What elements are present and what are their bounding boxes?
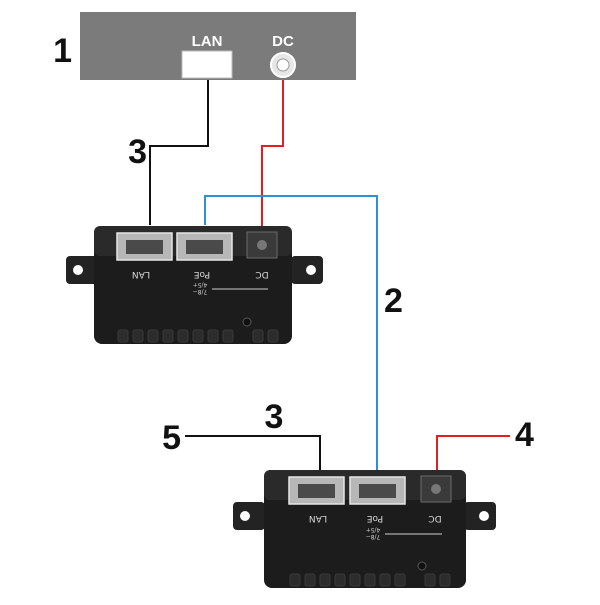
source-device: LAN DC: [80, 12, 356, 80]
poe-splitter: LAN PoE DC 4/5+ 7/8−: [233, 470, 496, 588]
label-lan-output: 5: [162, 419, 181, 457]
injector-status-led: [242, 317, 252, 327]
label-poe-cable: 2: [384, 282, 403, 320]
injector-pin-bottom: 7/8−: [193, 288, 208, 295]
splitter-vents: [289, 573, 451, 587]
injector-dc-label: DC: [255, 269, 268, 279]
splitter-pin-bottom: 7/8−: [366, 533, 381, 540]
injector-mount-hole-left: [73, 265, 83, 275]
splitter-mount-hole-left: [240, 511, 250, 521]
injector-vents: [117, 329, 279, 343]
lan-cable-bottom: [185, 435, 321, 470]
injector-dc-socket-pin: [257, 240, 267, 250]
splitter-poe-label: PoE: [367, 513, 384, 523]
splitter-lan-label: LAN: [309, 513, 327, 523]
label-source-device: 1: [53, 32, 72, 70]
dc-cable-bottom: [436, 435, 510, 473]
injector-mount-hole-right: [306, 265, 316, 275]
dc-cable-top: [261, 80, 284, 232]
splitter-mount-hole-right: [479, 511, 489, 521]
splitter-poe-port-socket: [359, 484, 396, 498]
lan-cable-top: [149, 80, 209, 225]
injector-poe-label: PoE: [194, 269, 211, 279]
poe-cable: [204, 195, 378, 470]
source-dc-label: DC: [272, 33, 294, 50]
injector-poe-port-socket: [186, 240, 223, 254]
splitter-status-led: [417, 561, 427, 571]
injector-lan-label: LAN: [132, 269, 150, 279]
splitter-dc-socket-pin: [431, 484, 441, 494]
label-lan-cable-bottom: 3: [265, 398, 284, 436]
splitter-pin-top: 4/5+: [366, 526, 381, 533]
splitter-lan-port-socket: [298, 484, 335, 498]
source-dc-jack-pin: [276, 58, 290, 72]
injector-pin-top: 4/5+: [193, 281, 208, 288]
source-lan-port: [181, 50, 233, 79]
label-lan-cable-top: 3: [128, 133, 147, 171]
source-lan-label: LAN: [192, 33, 223, 50]
injector-lan-port-socket: [126, 240, 163, 254]
splitter-dc-label: DC: [428, 513, 441, 523]
poe-injector: LAN PoE DC 4/5+ 7/8−: [66, 226, 323, 344]
label-dc-output: 4: [515, 416, 534, 454]
